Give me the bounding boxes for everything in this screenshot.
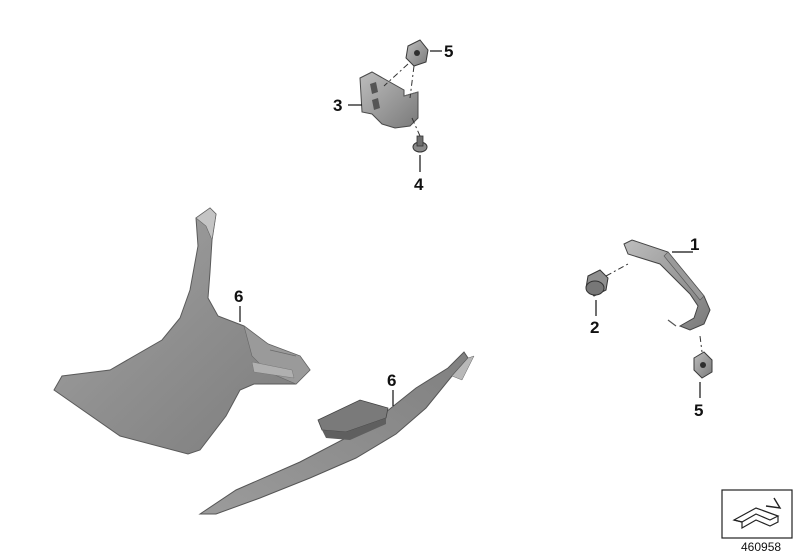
- screw-right[interactable]: [585, 269, 609, 297]
- assembly-lines-right: [605, 263, 703, 353]
- callout-5-top: 5: [444, 42, 453, 61]
- callout-6-left: 6: [234, 287, 243, 306]
- diagram-number: 460958: [741, 540, 782, 554]
- panel-right[interactable]: [198, 351, 475, 515]
- bracket-right[interactable]: [623, 239, 711, 331]
- callout-1: 1: [690, 235, 699, 254]
- clip-nut-top[interactable]: [405, 39, 429, 67]
- panel-left[interactable]: [53, 207, 311, 455]
- screw-top[interactable]: [412, 135, 428, 153]
- assembly-lines-top: [383, 63, 421, 137]
- orientation-arrow-icon: [721, 489, 793, 539]
- bracket-top[interactable]: [359, 71, 419, 129]
- leader-lines-right: [595, 251, 701, 398]
- callout-4: 4: [414, 175, 424, 194]
- leader-lines-top: [348, 50, 442, 172]
- callout-2: 2: [590, 318, 599, 337]
- callout-6-right: 6: [387, 371, 396, 390]
- clip-nut-right[interactable]: [693, 351, 713, 379]
- callout-3: 3: [333, 96, 342, 115]
- callout-5-right: 5: [694, 401, 703, 420]
